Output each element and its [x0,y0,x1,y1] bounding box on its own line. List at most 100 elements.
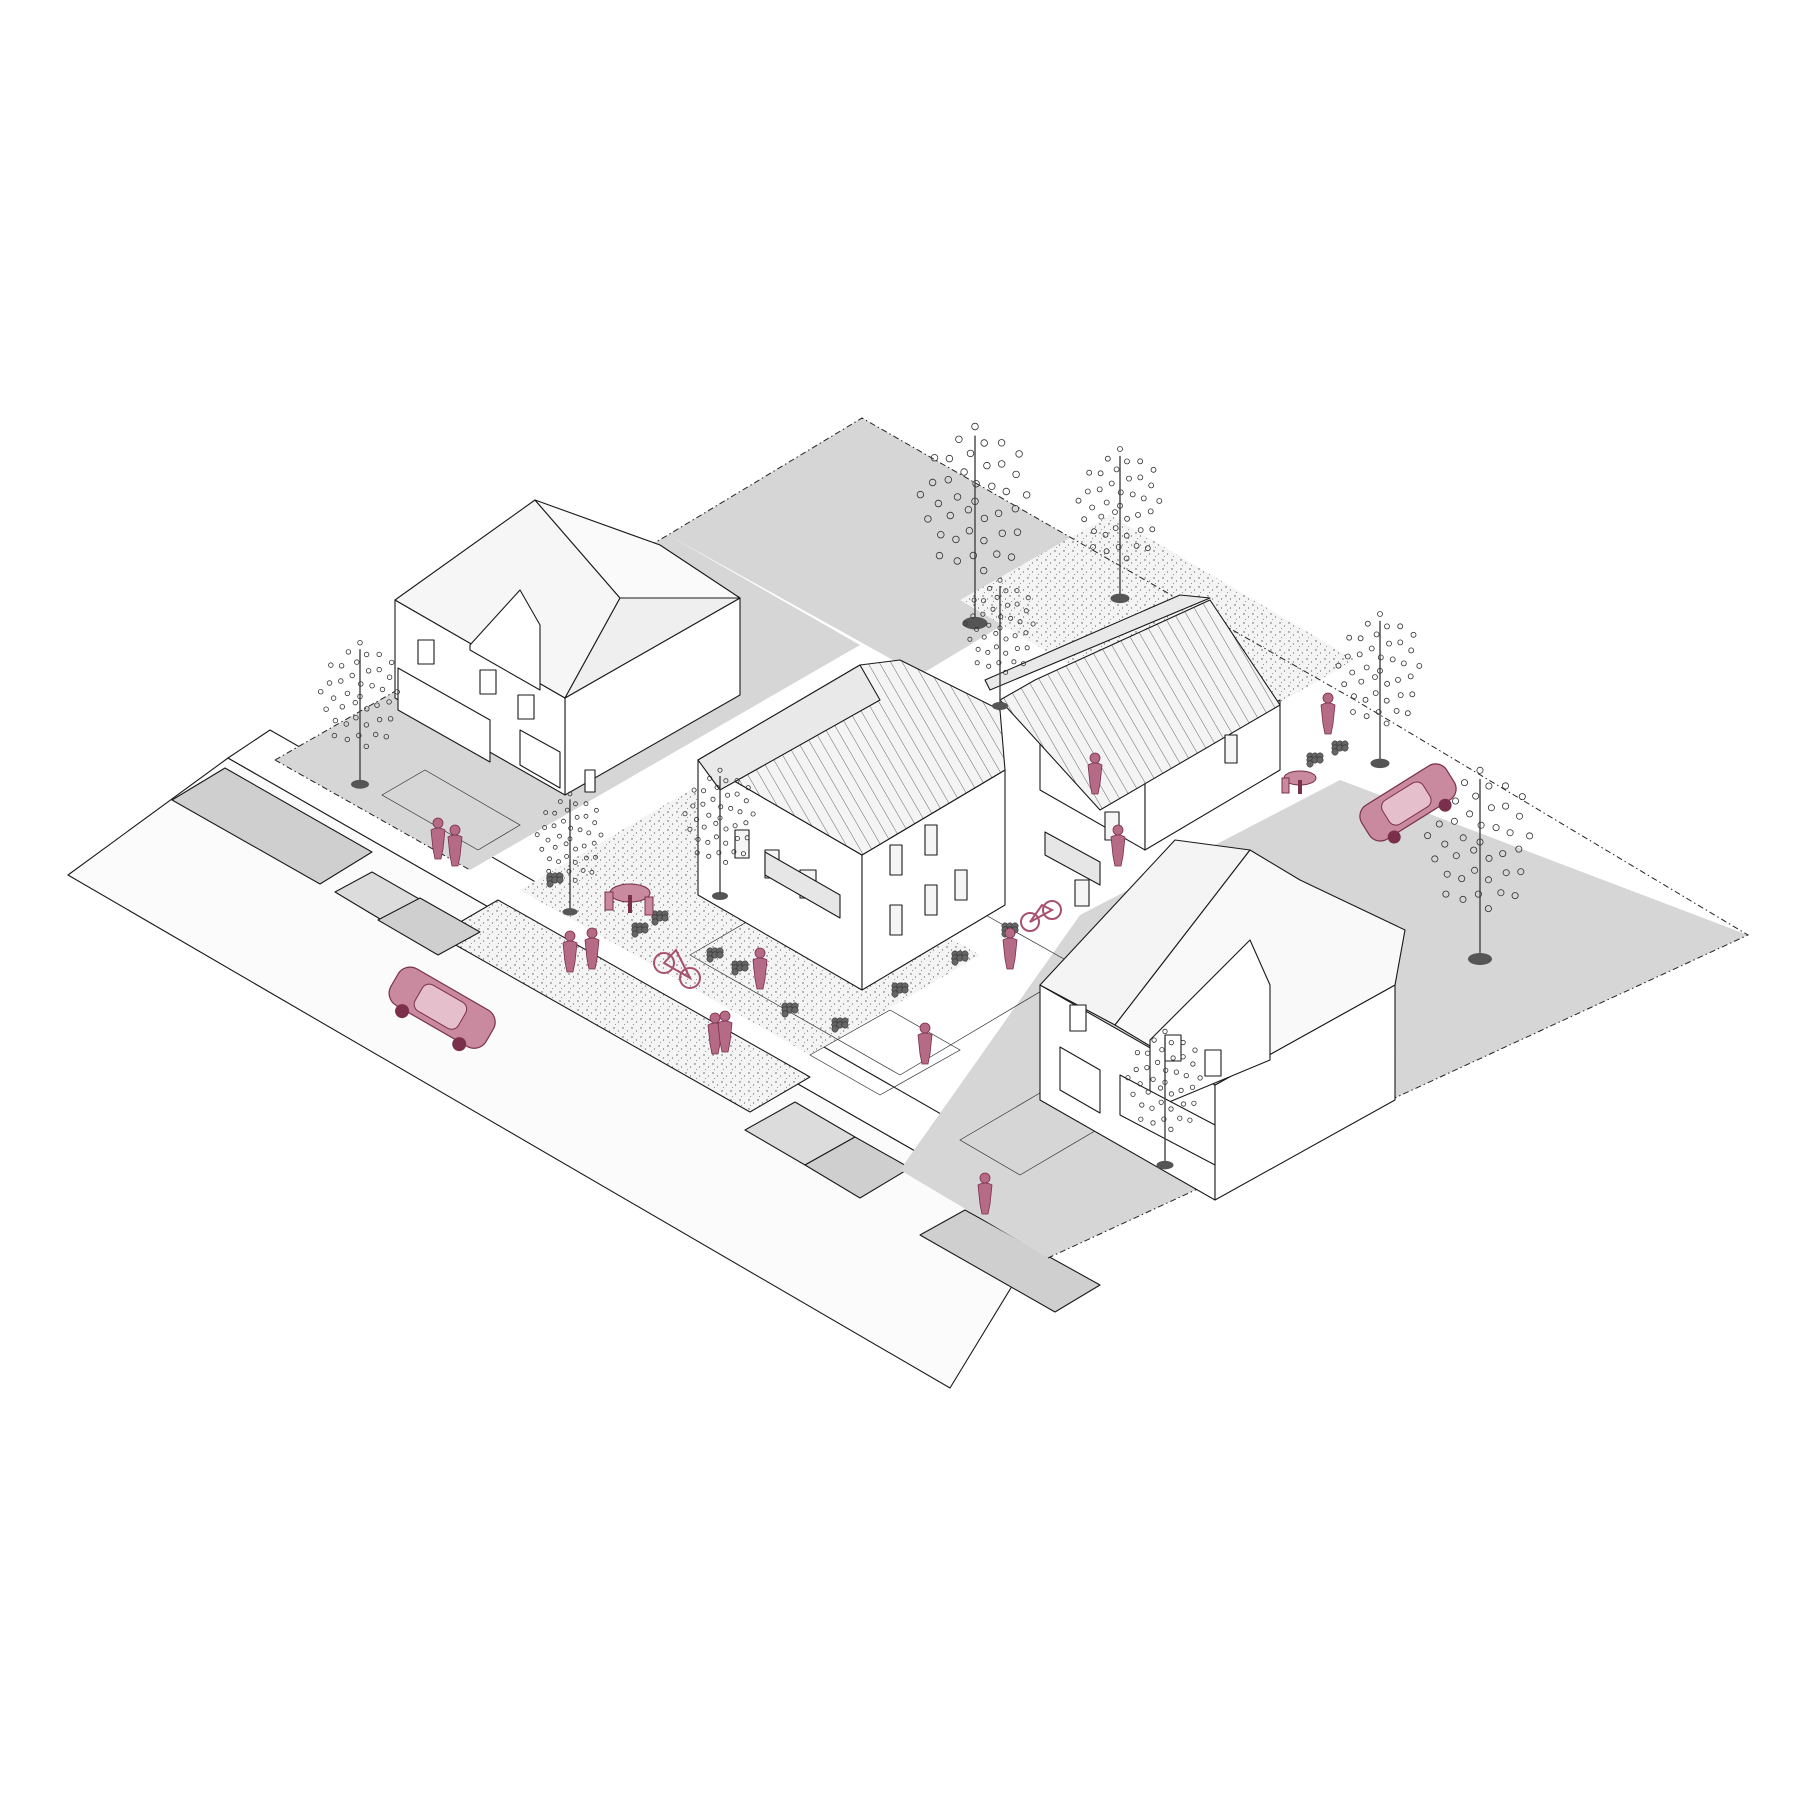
tree-leaf [1484,905,1492,913]
tree-leaf [971,422,979,431]
front-balcony [764,851,841,919]
tree-leaf [928,478,937,487]
left-neighbor-house [394,499,741,796]
tree-leaf [1014,601,1020,607]
tree-base-shrub [1156,1160,1174,1170]
tree-5 [1424,766,1534,965]
tree-leaf [561,818,566,824]
left-house-window-2 [479,669,497,695]
shrub-leaf [706,955,714,963]
tree-leaf [376,716,383,723]
tree-leaf [1103,499,1110,506]
tree-leaf [573,801,578,807]
tree-leaf [369,683,375,689]
tree-leaf [987,585,993,591]
tree-leaf [1450,817,1458,825]
tree-leaf [1003,588,1009,594]
tree-leaf [981,598,987,604]
left-house-window-3 [517,694,535,720]
tree-leaf [723,859,729,865]
tree-leaf [1137,527,1144,533]
tree-leaf [1011,659,1017,665]
tree-leaf [1168,1126,1174,1133]
tree-leaf [737,809,743,815]
tree-leaf [1124,458,1130,465]
tree-leaf [376,666,382,673]
person-head [1322,692,1334,704]
tree-leaf [1372,674,1378,680]
tree-leaf [1003,650,1009,656]
tree-leaf [1502,802,1510,810]
person-body [430,827,446,860]
tree-leaf [1113,466,1120,473]
tree-leaf [1351,693,1357,700]
tree-leaf [706,812,712,818]
tree-leaf [701,824,707,830]
person-13 [1110,824,1126,867]
tree-leaf [1156,497,1163,504]
tree-leaf [566,868,572,874]
tree-leaf [732,823,738,829]
person-body [1087,762,1103,795]
left-driveway [381,769,521,851]
tree-leaf [332,717,339,724]
tree-leaf [1108,480,1115,487]
tree-leaf [1404,710,1411,717]
tree-leaf [952,535,960,544]
person-9 [977,1172,993,1215]
tree-leaf [1384,623,1390,630]
tree-leaf [563,841,569,847]
person-head [719,1010,731,1022]
tree-leaf [734,791,740,797]
tree-leaf [539,846,545,852]
shrub-leaf [841,1021,849,1029]
front-walk [809,1009,961,1096]
tree-leaf [1506,829,1514,837]
table-leg-left [628,895,632,913]
chair-right-1 [1281,777,1290,794]
tree-leaf [1133,543,1140,549]
tree-leaf [542,825,547,830]
tree-leaf [953,557,961,565]
tree-leaf [1472,792,1480,800]
tree-leaf [365,668,372,674]
tree-leaf [710,796,716,802]
planting-strip [437,899,811,1113]
front-building-roof-side [697,664,881,791]
person-head [564,930,576,942]
tree-leaf [701,788,707,794]
tree-base-shrub [1468,953,1492,965]
tree-leaf [551,823,557,829]
tree-leaf [572,878,578,883]
tree-leaf [1135,512,1141,518]
rear-window-2 [1224,734,1238,764]
tree-leaf [349,672,355,679]
tree-leaf [1517,868,1525,876]
tree-leaf [1123,532,1130,539]
tree-leaf [716,850,722,856]
rear-building-roof-side [984,594,1211,691]
person-12 [1320,692,1336,735]
tree-leaf [1476,766,1484,774]
shrub-leaf [716,951,724,959]
car-window-street [413,983,468,1030]
tree-leaf [1103,548,1110,555]
tree-leaf [974,660,980,666]
tree-leaf [1393,708,1400,714]
tree-leaf [1416,663,1423,669]
parking-bay-1 [171,767,373,885]
bike-wheel-1 [653,952,675,974]
tree-base-shrub [351,779,369,789]
tree-leaf [594,807,599,813]
tree-leaf [338,663,345,669]
tree-leaf [363,722,370,728]
tree-leaf [1133,1066,1139,1073]
tree-leaf [1461,779,1469,787]
tree-leaf [1170,1055,1176,1061]
person-1 [430,817,446,860]
tree-leaf [1030,621,1036,627]
tree-leaf [1499,850,1507,858]
person-body [447,834,463,867]
table-leg-right [1298,780,1302,794]
tree-leaf [1148,482,1155,489]
